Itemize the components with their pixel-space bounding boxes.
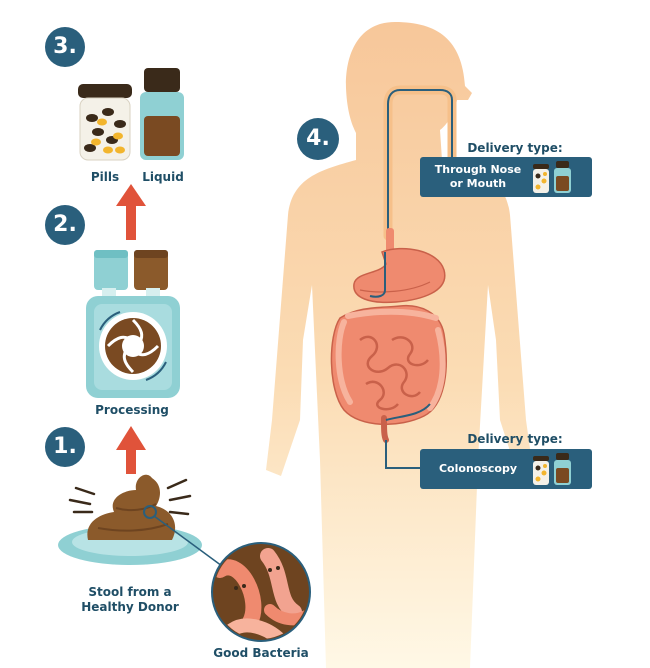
step-number-4: 4.: [297, 118, 339, 160]
pills-jar: [78, 84, 132, 161]
bacteria-illustration: [211, 542, 311, 642]
stool-illustration: [58, 474, 223, 567]
stomach-organ: [353, 228, 446, 304]
intestines-organ: [330, 304, 447, 443]
good-bacteria-label: Good Bacteria: [213, 646, 309, 660]
arrow-icon: [116, 184, 146, 240]
delivery-text-line1: Colonoscopy: [438, 462, 517, 475]
liquid-label: Liquid: [142, 170, 184, 184]
step-number-3: 3.: [45, 27, 85, 67]
delivery-text-line1: Through Nose: [434, 163, 522, 176]
arrow-icon: [116, 426, 146, 474]
stool-label-line2: Healthy Donor: [81, 600, 179, 614]
delivery-box-colonoscopy: Colonoscopy: [420, 449, 592, 489]
nasal-tube: [383, 85, 457, 241]
step-number-1: 1.: [45, 427, 85, 467]
liquid-jar: [140, 68, 184, 160]
delivery-text-line2: or Mouth: [449, 177, 507, 190]
pills-label: Pills: [90, 170, 120, 184]
delivery-heading: Delivery type:: [467, 141, 563, 155]
processing-label: Processing: [95, 403, 169, 417]
colonoscope-tube: [385, 403, 431, 469]
delivery-heading: Delivery type:: [467, 432, 563, 446]
stool-label-line1: Stool from a: [88, 585, 172, 599]
processing-machine: [86, 250, 180, 398]
delivery-box-nose-mouth: Through Nose or Mouth: [420, 157, 592, 197]
step-number-2: 2.: [45, 205, 85, 245]
